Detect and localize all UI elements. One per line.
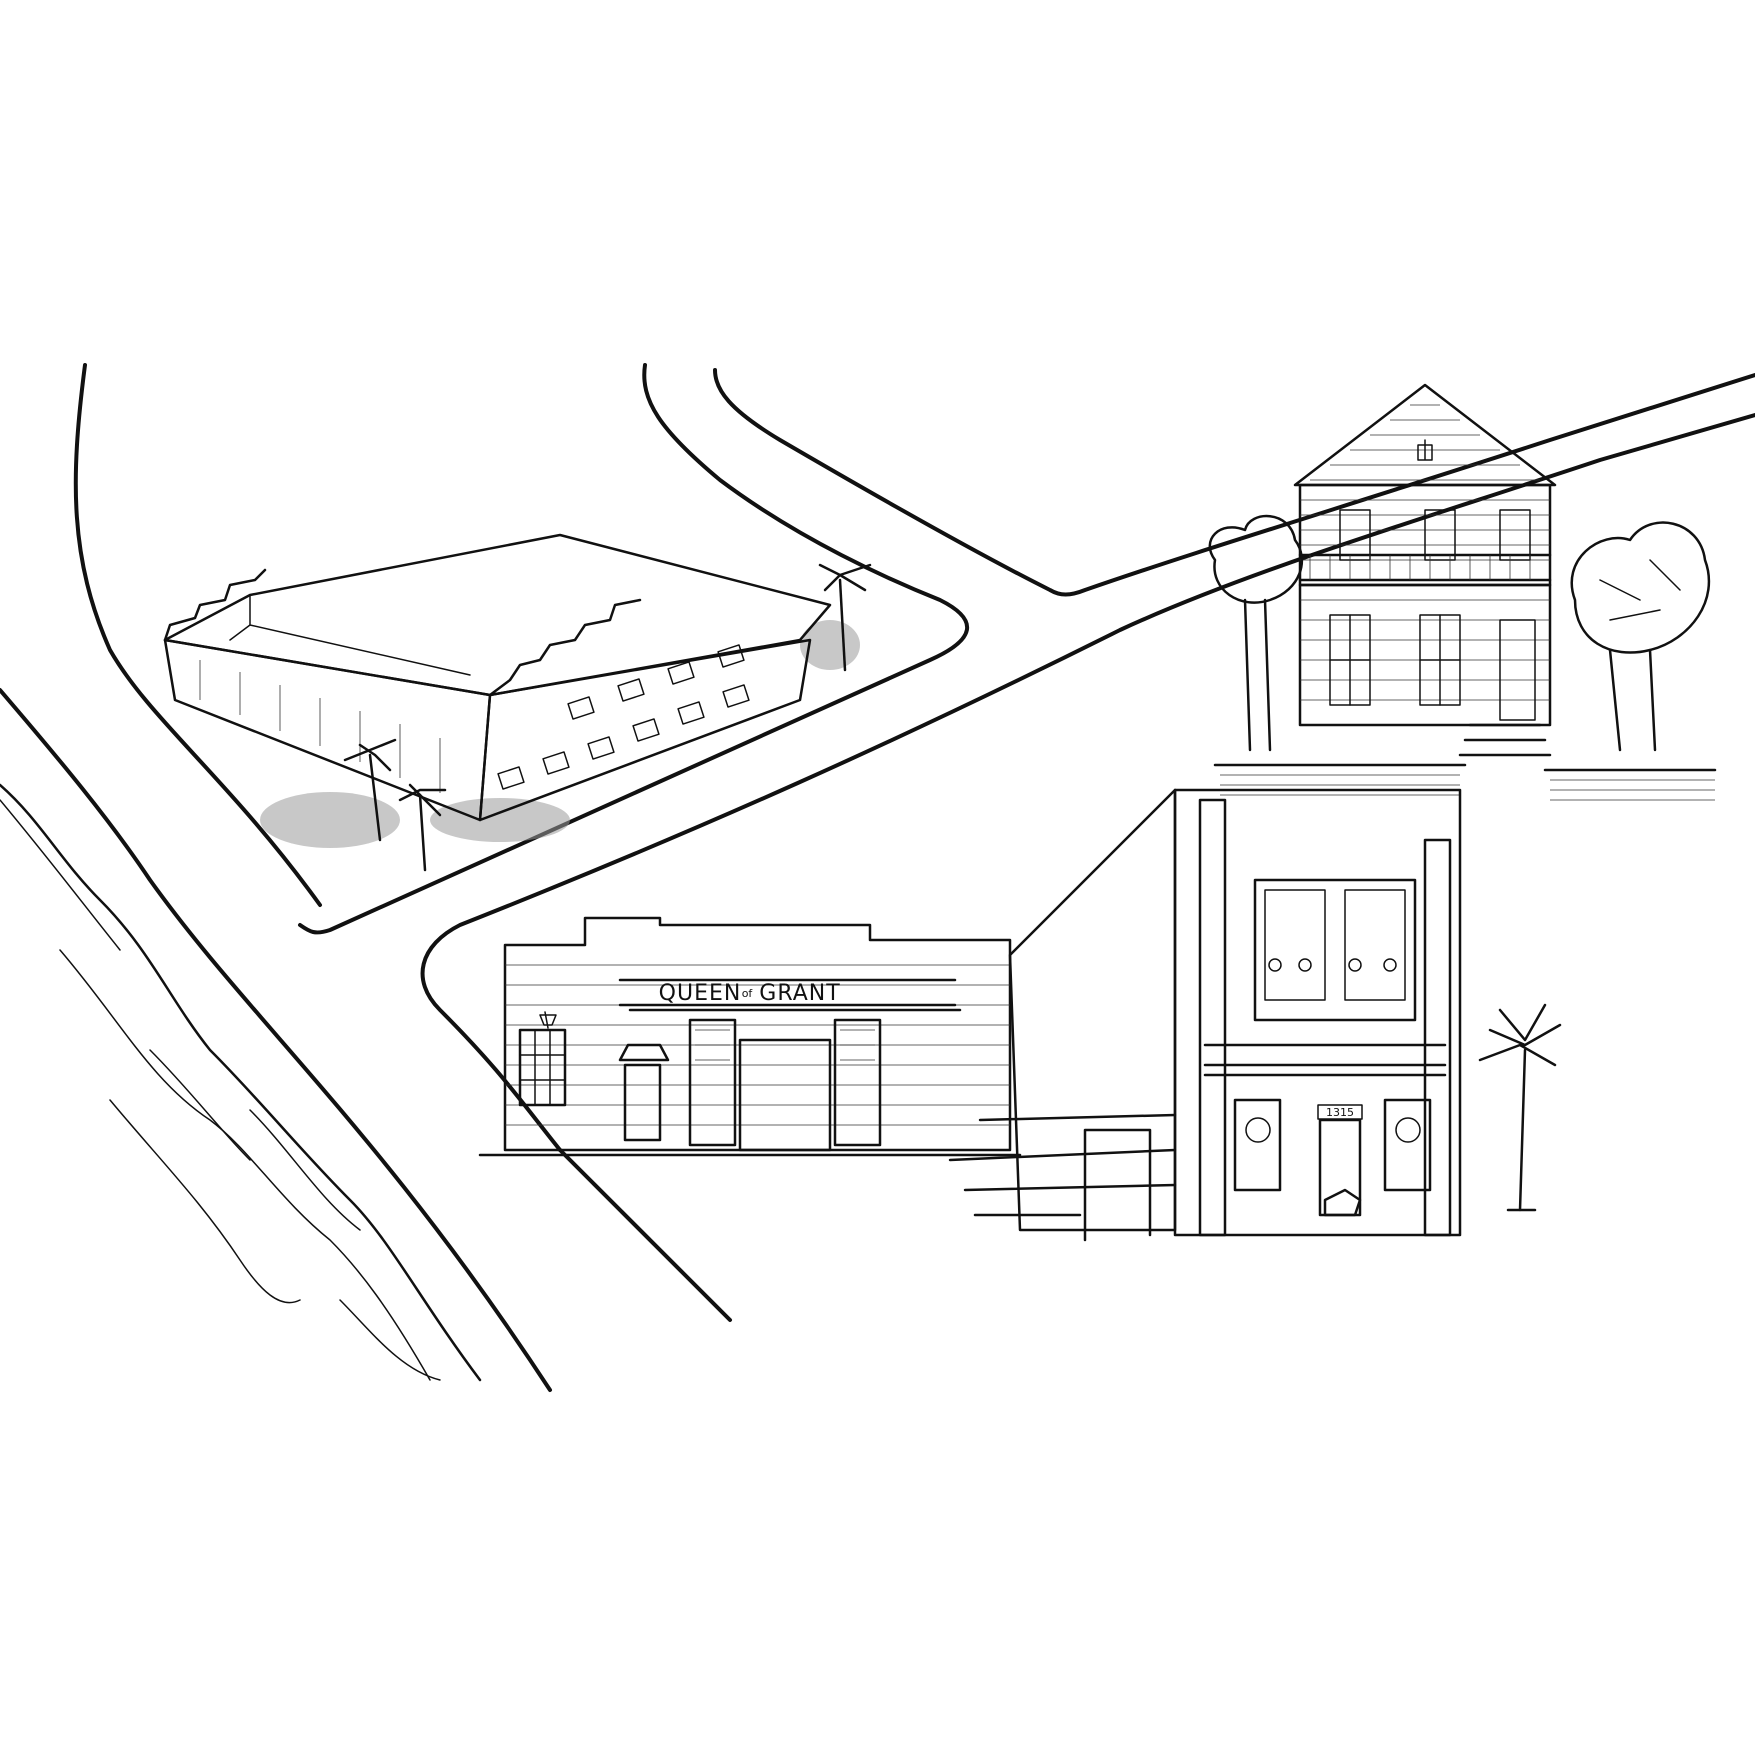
creek <box>0 783 482 1382</box>
road-middle <box>420 413 1755 1152</box>
commercial-building-1315: 1315 <box>948 788 1562 1242</box>
road-upper-block-left <box>298 363 970 935</box>
sign-of: of <box>742 987 754 1000</box>
road-left-edge <box>73 363 322 907</box>
queen-grant-storefront: QUEEN of GRANT <box>478 916 1022 1157</box>
roads <box>0 363 1755 1392</box>
road-upper-block-right <box>713 368 1755 597</box>
road-diagonal-upper <box>0 688 552 1392</box>
warehouse-building <box>163 533 872 872</box>
sign-grant: GRANT <box>759 981 840 1006</box>
address-number: 1315 <box>1326 1106 1354 1119</box>
two-story-house <box>1208 383 1717 801</box>
road-diagonal-lower <box>558 1148 732 1322</box>
sign-queen: QUEEN <box>659 981 742 1006</box>
